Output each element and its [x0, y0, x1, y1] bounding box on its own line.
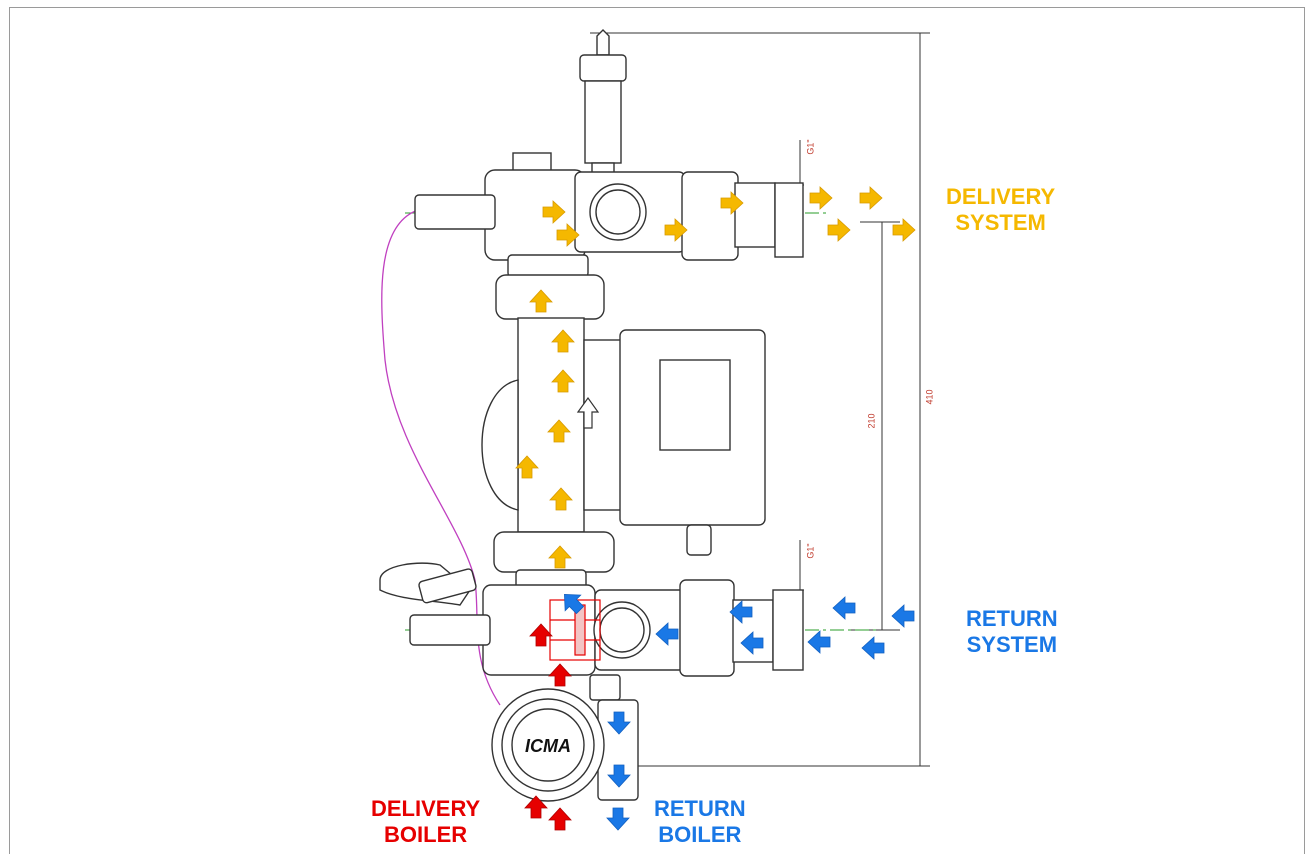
- brand-logo: ICMA: [525, 736, 571, 756]
- arrow-right-icon: [809, 186, 833, 210]
- label-line: SYSTEM: [955, 210, 1046, 235]
- label-line: SYSTEM: [966, 632, 1058, 657]
- arrow-left-icon: [807, 630, 831, 654]
- label-line: BOILER: [658, 822, 742, 847]
- dimension-thread-top: G1": [805, 139, 816, 155]
- label-return-system: RETURN SYSTEM: [966, 606, 1058, 658]
- dimension-thread-bottom: G1": [805, 543, 816, 559]
- label-delivery-boiler: DELIVERY BOILER: [371, 796, 480, 848]
- label-line: RETURN: [654, 796, 746, 821]
- label-line: DELIVERY: [371, 796, 481, 821]
- dimension-overall-height: 410: [924, 389, 935, 405]
- arrow-right-icon: [859, 186, 883, 210]
- arrow-up-icon: [548, 807, 572, 831]
- arrow-left-icon: [832, 596, 856, 620]
- drawing-frame: [9, 7, 1305, 854]
- label-line: BOILER: [384, 822, 468, 847]
- arrow-left-icon: [891, 604, 915, 628]
- pump-direction-icon: [576, 396, 600, 429]
- label-return-boiler: RETURN BOILER: [654, 796, 746, 848]
- label-line: DELIVERY: [946, 184, 1056, 209]
- label-delivery-system: DELIVERY SYSTEM: [946, 184, 1055, 236]
- arrow-down-icon: [606, 807, 630, 831]
- label-line: RETURN: [966, 606, 1058, 631]
- arrow-left-icon: [861, 636, 885, 660]
- dimension-axis-distance: 210: [866, 413, 877, 429]
- dimension-lines: [590, 32, 930, 767]
- arrow-right-icon: [827, 218, 851, 242]
